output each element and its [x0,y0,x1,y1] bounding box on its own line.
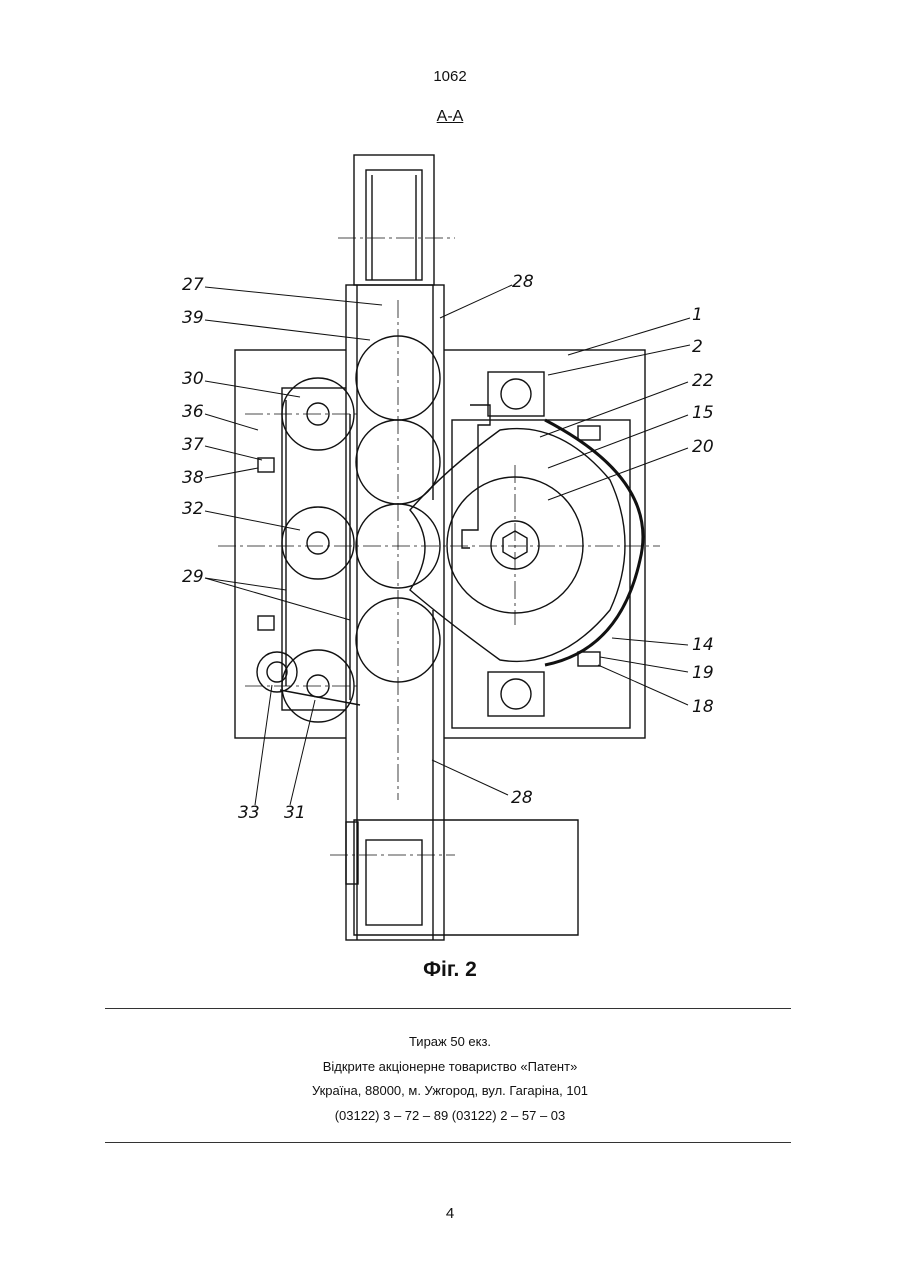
label-32: 32 [182,499,204,519]
imprint-phones: (03122) 3 – 72 – 89 (03122) 2 – 57 – 03 [0,1104,900,1129]
divider-top [105,1008,791,1009]
label-39: 39 [182,308,204,328]
label-28-bottom: 28 [511,788,533,808]
label-2: 2 [692,337,703,357]
figure-caption: Фіг. 2 [0,958,900,982]
label-20: 20 [692,437,714,457]
imprint-address: Україна, 88000, м. Ужгород, вул. Гагарін… [0,1079,900,1104]
label-31: 31 [284,803,306,823]
guide-arc [545,420,643,665]
label-19: 19 [692,663,714,683]
imprint-block: Тираж 50 екз. Відкрите акціонерне товари… [0,1030,900,1128]
label-33: 33 [238,803,260,823]
label-18: 18 [692,697,714,717]
left-plate [282,388,352,710]
label-36: 36 [182,402,204,422]
label-29: 29 [182,567,204,587]
pulley-32 [282,507,354,579]
label-28-top: 28 [512,272,534,292]
label-15: 15 [692,403,714,423]
divider-bottom [105,1142,791,1143]
imprint-circulation: Тираж 50 екз. [0,1030,900,1055]
label-38: 38 [182,468,204,488]
label-22: 22 [692,371,714,391]
drive-belt [286,400,350,700]
label-1: 1 [692,305,703,325]
label-37: 37 [182,435,204,455]
label-27: 27 [182,275,204,295]
page-number: 4 [0,1205,900,1222]
imprint-publisher: Відкрите акціонерне товариство «Патент» [0,1055,900,1080]
label-14: 14 [692,635,714,655]
label-30: 30 [182,369,204,389]
